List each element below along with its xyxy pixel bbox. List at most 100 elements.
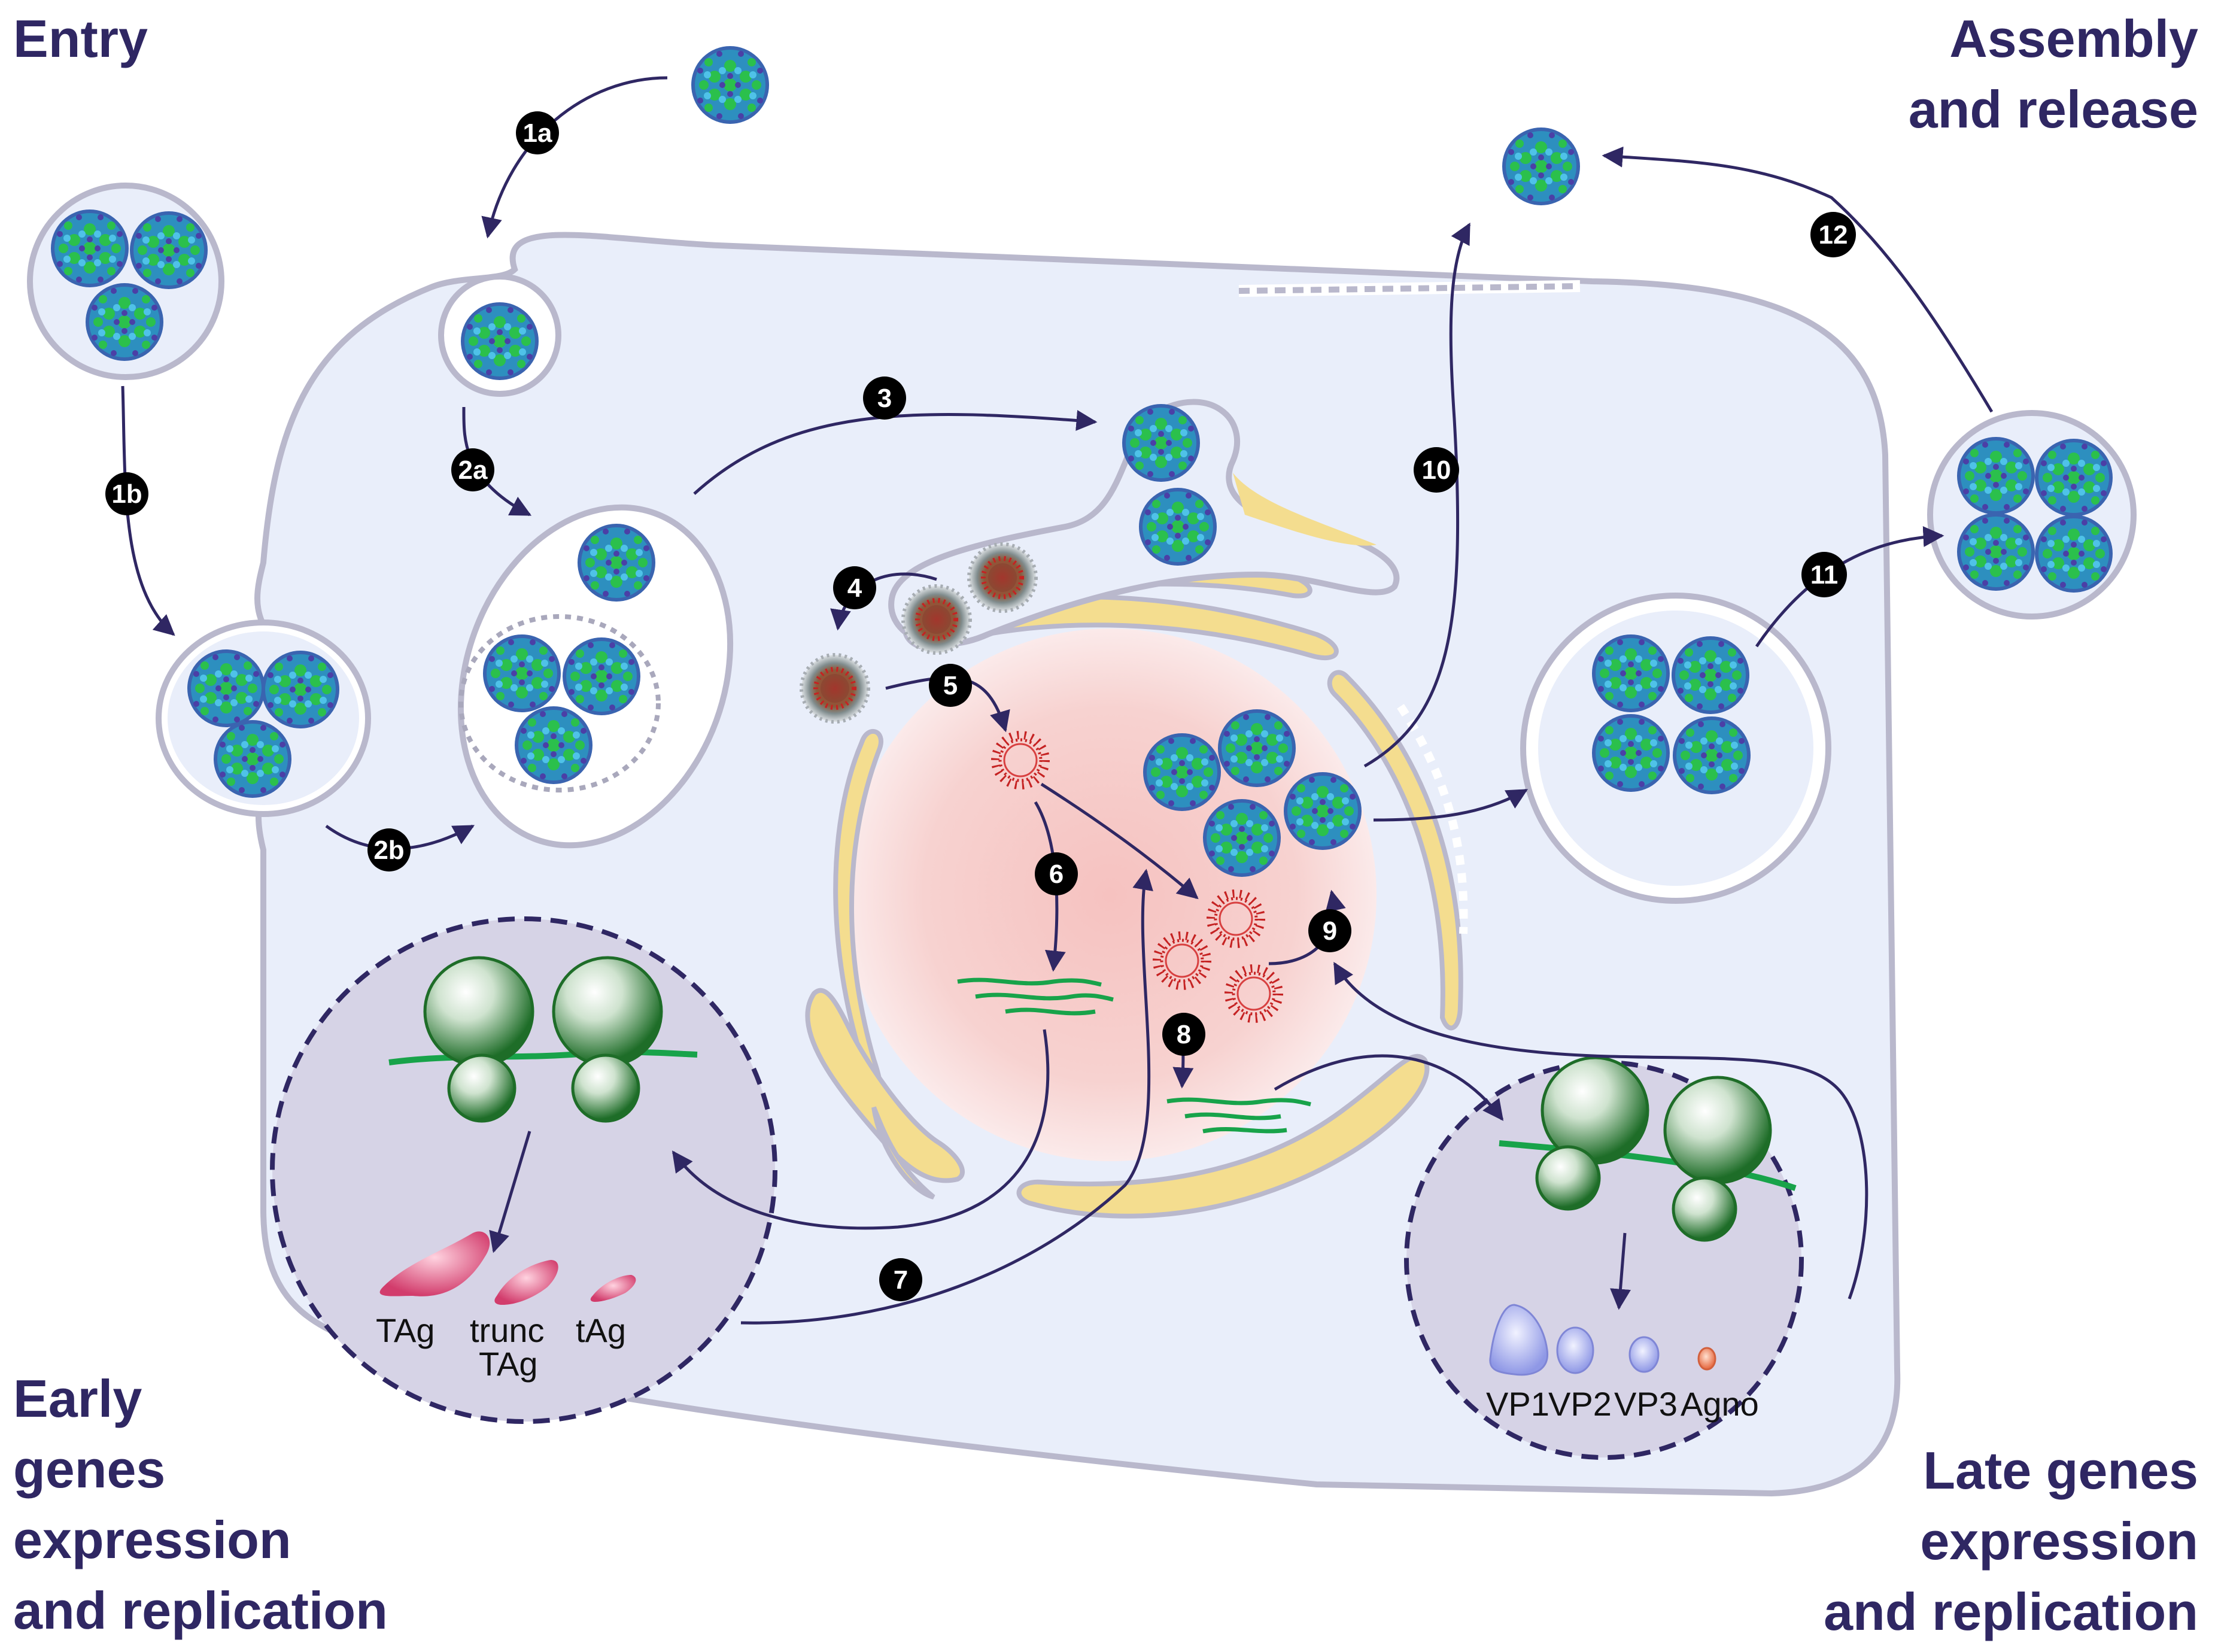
title-late-genes: Late genes expression and replication — [1824, 1435, 2198, 1647]
virion-rv-3 — [1959, 515, 2033, 589]
virion-iv-2 — [263, 652, 338, 727]
step-badge-11: 11 — [1801, 552, 1847, 597]
arrow-11 — [1755, 526, 1944, 648]
virion-av-2 — [1673, 638, 1748, 712]
nuclear-pore-dotted — [1397, 704, 1468, 934]
agno-protein-shape — [1697, 1347, 1716, 1371]
multivesicular-body — [458, 614, 661, 792]
title-late-line-3: and replication — [1824, 1582, 2198, 1641]
svg-text:6: 6 — [1049, 860, 1064, 889]
virion-av-1 — [1594, 636, 1668, 710]
nucleus — [844, 628, 1377, 1161]
coated-genome-1 — [903, 586, 970, 653]
arrow-1a — [481, 76, 668, 239]
membrane-dotted — [1238, 283, 1581, 294]
title-assembly-line-2: and release — [1908, 80, 2198, 139]
vp1-protein-shape — [1489, 1304, 1548, 1376]
virion-mvb-2 — [564, 639, 639, 713]
svg-text:4: 4 — [847, 573, 862, 603]
arrow-early-translation — [489, 1131, 531, 1253]
svg-text:1b: 1b — [111, 479, 142, 509]
late-mrna — [1166, 1097, 1311, 1134]
svg-text:7: 7 — [894, 1265, 908, 1295]
early-ribosome-small-1 — [447, 1053, 516, 1123]
step-badge-2b: 2b — [367, 828, 411, 871]
virion-ev-2 — [132, 213, 206, 287]
early-factory-mrna — [388, 1049, 698, 1065]
step-badges: 1a 1b 2a 2b 3 4 5 6 7 8 9 10 11 12 — [105, 111, 1856, 1301]
vp3-protein-shape — [1628, 1336, 1660, 1373]
virion-er-2 — [1141, 490, 1215, 564]
label-trunc: trunc — [470, 1311, 545, 1349]
small-tag-protein-shape — [590, 1275, 636, 1302]
free-virion-entry — [693, 48, 767, 122]
svg-text:11: 11 — [1810, 560, 1839, 590]
svg-text:10: 10 — [1422, 455, 1451, 485]
title-early-genes: Early genes expression and replication — [13, 1363, 388, 1646]
coated-genome-3 — [801, 655, 868, 722]
virion-iv-1 — [189, 651, 263, 725]
step-badge-2a: 2a — [451, 448, 494, 491]
virion-pit — [463, 304, 537, 378]
title-entry: Entry — [13, 4, 148, 74]
label-agno: Agno — [1681, 1385, 1759, 1423]
progeny-virion-4 — [1286, 774, 1360, 848]
title-late-line-2: expression — [1920, 1511, 2198, 1571]
label-vp1: VP1 — [1486, 1385, 1549, 1423]
late-ribosome-small-2 — [1672, 1176, 1737, 1242]
arrow-3 — [693, 410, 1098, 495]
svg-text:2a: 2a — [458, 455, 488, 485]
arrow-late-translation — [1610, 1232, 1631, 1310]
arrow-1b — [121, 385, 175, 636]
title-entry-line: Entry — [13, 9, 148, 68]
virion-av-3 — [1594, 716, 1668, 790]
svg-text:5: 5 — [943, 671, 958, 700]
early-ribosome-small-2 — [571, 1053, 640, 1123]
svg-text:2b: 2b — [373, 836, 404, 865]
label-vp3: VP3 — [1614, 1385, 1678, 1423]
step-badge-1b: 1b — [105, 472, 148, 515]
virion-er-1 — [1124, 406, 1198, 480]
svg-text:1a: 1a — [523, 119, 552, 148]
svg-text:8: 8 — [1177, 1020, 1191, 1049]
step-badge-7: 7 — [879, 1258, 922, 1301]
progeny-virion-3 — [1205, 801, 1279, 875]
title-late-line-1: Late genes — [1923, 1441, 2198, 1500]
arrow-12 — [1602, 146, 1994, 413]
arrow-5b — [1040, 782, 1199, 900]
virion-mvb-3 — [516, 708, 591, 782]
step-badge-9: 9 — [1308, 909, 1351, 952]
virion-mvb-1 — [485, 636, 559, 710]
early-ribosome-large-1 — [423, 956, 534, 1067]
step-badge-10: 10 — [1414, 447, 1459, 493]
virion-rv-2 — [2037, 441, 2111, 515]
svg-text:9: 9 — [1323, 916, 1337, 946]
label-tag: TAg — [376, 1311, 435, 1349]
label-trunc-tag: TAg — [479, 1345, 538, 1383]
virion-ev-3 — [87, 285, 162, 359]
late-ribosome-large-2 — [1663, 1076, 1772, 1185]
title-early-line-2: genes — [13, 1440, 166, 1499]
late-ribosome-small-1 — [1535, 1145, 1601, 1211]
tag-protein-shape — [379, 1231, 490, 1296]
label-small-tag: tAg — [576, 1311, 626, 1349]
arrow-7 — [740, 868, 1153, 1325]
virion-iv-3 — [215, 722, 290, 796]
step-badge-12: 12 — [1810, 212, 1856, 257]
svg-text:3: 3 — [877, 384, 892, 413]
title-early-line-1: Early — [13, 1369, 142, 1428]
step-badge-3: 3 — [863, 376, 906, 420]
step-badge-8: 8 — [1162, 1013, 1205, 1056]
step-badge-6: 6 — [1035, 852, 1078, 895]
step-badge-4: 4 — [833, 566, 876, 609]
step-badge-1a: 1a — [516, 111, 559, 154]
arrow-to-assembly-vesicle — [1373, 788, 1529, 822]
released-vesicle — [1927, 410, 2137, 620]
virion-ev-1 — [53, 211, 127, 286]
released-virion — [1504, 129, 1578, 204]
virion-rv-4 — [2037, 517, 2111, 591]
early-ribosome-large-2 — [552, 956, 663, 1067]
progeny-virion-2 — [1220, 711, 1294, 785]
er-tube-yellow — [1233, 473, 1377, 546]
